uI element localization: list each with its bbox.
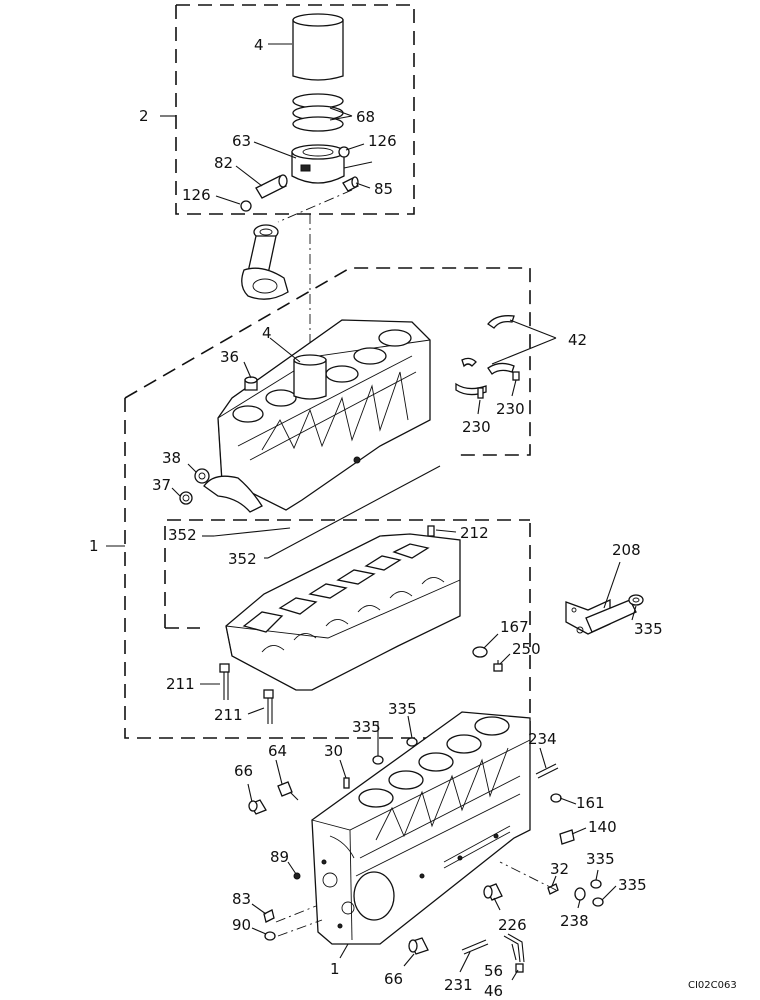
piston: [291, 144, 345, 184]
label-42: 42: [568, 331, 587, 349]
label-82: 82: [214, 154, 233, 172]
cylinder-block-group: [106, 267, 531, 739]
plug-335-bracket: [628, 594, 644, 606]
label-211-upper: 211: [166, 675, 195, 693]
label-1-block: 1: [330, 960, 340, 978]
bolt-250: [493, 660, 503, 672]
fitting-64: [277, 781, 299, 801]
plug-335-right-a: [590, 879, 602, 889]
label-335-mid: 335: [352, 718, 381, 736]
label-352-left: 352: [168, 526, 197, 544]
label-89: 89: [270, 848, 289, 866]
dowel-83: [263, 909, 275, 923]
piston-pin: [255, 174, 288, 199]
label-230-left: 230: [462, 418, 491, 436]
label-85: 85: [374, 180, 393, 198]
label-4-block: 4: [262, 324, 272, 342]
label-2: 2: [139, 107, 149, 125]
label-66-upper: 66: [234, 762, 253, 780]
label-212: 212: [460, 524, 489, 542]
cylinder-liner-top: [292, 13, 344, 81]
pipe-56: [503, 933, 525, 963]
label-30: 30: [324, 742, 343, 760]
pipe-352-b: [267, 465, 441, 559]
label-4-top: 4: [254, 36, 264, 54]
pin-30: [343, 777, 350, 789]
label-1-group: 1: [89, 537, 99, 555]
cylinder-liner-installed: [293, 354, 327, 400]
bolt-46: [515, 963, 524, 973]
pin-centerline: [277, 189, 353, 223]
label-161: 161: [576, 794, 605, 812]
pipe-352-a: [213, 527, 291, 537]
label-335-bracket: 335: [634, 620, 663, 638]
label-46: 46: [484, 982, 503, 1000]
seal-37: [179, 491, 193, 505]
piston-rings: [292, 93, 344, 132]
label-36: 36: [220, 348, 239, 366]
plug-140: [559, 829, 575, 845]
label-234: 234: [528, 730, 557, 748]
label-335-right-lower: 335: [618, 876, 647, 894]
seal-167: [472, 646, 488, 658]
upper-cylinder-block: [203, 319, 431, 513]
label-140: 140: [588, 818, 617, 836]
label-335-upper: 335: [388, 700, 417, 718]
plug-161: [550, 793, 562, 803]
label-250: 250: [512, 640, 541, 658]
snap-ring-right: [338, 146, 350, 158]
seal-38: [194, 468, 210, 484]
callout-labels: 2 4 68 63 126 82 126 85 42 4 36 230 230 …: [89, 36, 737, 1000]
label-211-lower: 211: [214, 706, 243, 724]
label-167: 167: [500, 618, 529, 636]
stud-231: [461, 939, 489, 955]
label-126-left: 126: [182, 186, 211, 204]
plug-66-top: [248, 799, 267, 815]
plug-335-right-b: [592, 897, 604, 907]
label-32: 32: [550, 860, 569, 878]
label-63: 63: [232, 132, 251, 150]
label-68: 68: [356, 108, 375, 126]
label-230-right: 230: [496, 400, 525, 418]
small-end-bushing: [342, 176, 359, 192]
thrust-washers: [455, 315, 515, 396]
label-83: 83: [232, 890, 251, 908]
stud-234: [535, 763, 559, 779]
label-38: 38: [162, 449, 181, 467]
label-126-right: 126: [368, 132, 397, 150]
plug-66-bottom: [408, 937, 429, 955]
bolt-211-b: [263, 689, 274, 724]
label-231: 231: [444, 976, 473, 994]
drawing-code: CI02C063: [688, 980, 737, 991]
bracket-208: [565, 598, 637, 635]
dowel-90: [264, 931, 276, 941]
piston-assembly-group: [160, 4, 415, 215]
plug-335-top-left: [372, 755, 384, 765]
label-90: 90: [232, 916, 251, 934]
label-352-right: 352: [228, 550, 257, 568]
plug-89: [293, 872, 301, 880]
main-cylinder-block: [311, 711, 531, 945]
label-335-right-upper: 335: [586, 850, 615, 868]
sleeve-238: [574, 887, 586, 901]
bolt-211-a: [219, 663, 230, 700]
label-64: 64: [268, 742, 287, 760]
fitting-226: [483, 883, 503, 901]
snap-ring-left: [240, 200, 252, 212]
label-37: 37: [152, 476, 171, 494]
label-56: 56: [484, 962, 503, 980]
label-66-lower: 66: [384, 970, 403, 988]
connecting-rod: [241, 224, 289, 300]
label-208: 208: [612, 541, 641, 559]
plug-36: [244, 376, 258, 391]
label-226: 226: [498, 916, 527, 934]
plug-335-top-right: [406, 737, 418, 747]
label-238: 238: [560, 912, 589, 930]
leader-lines: [171, 319, 637, 981]
bearing-frame: [225, 533, 461, 691]
